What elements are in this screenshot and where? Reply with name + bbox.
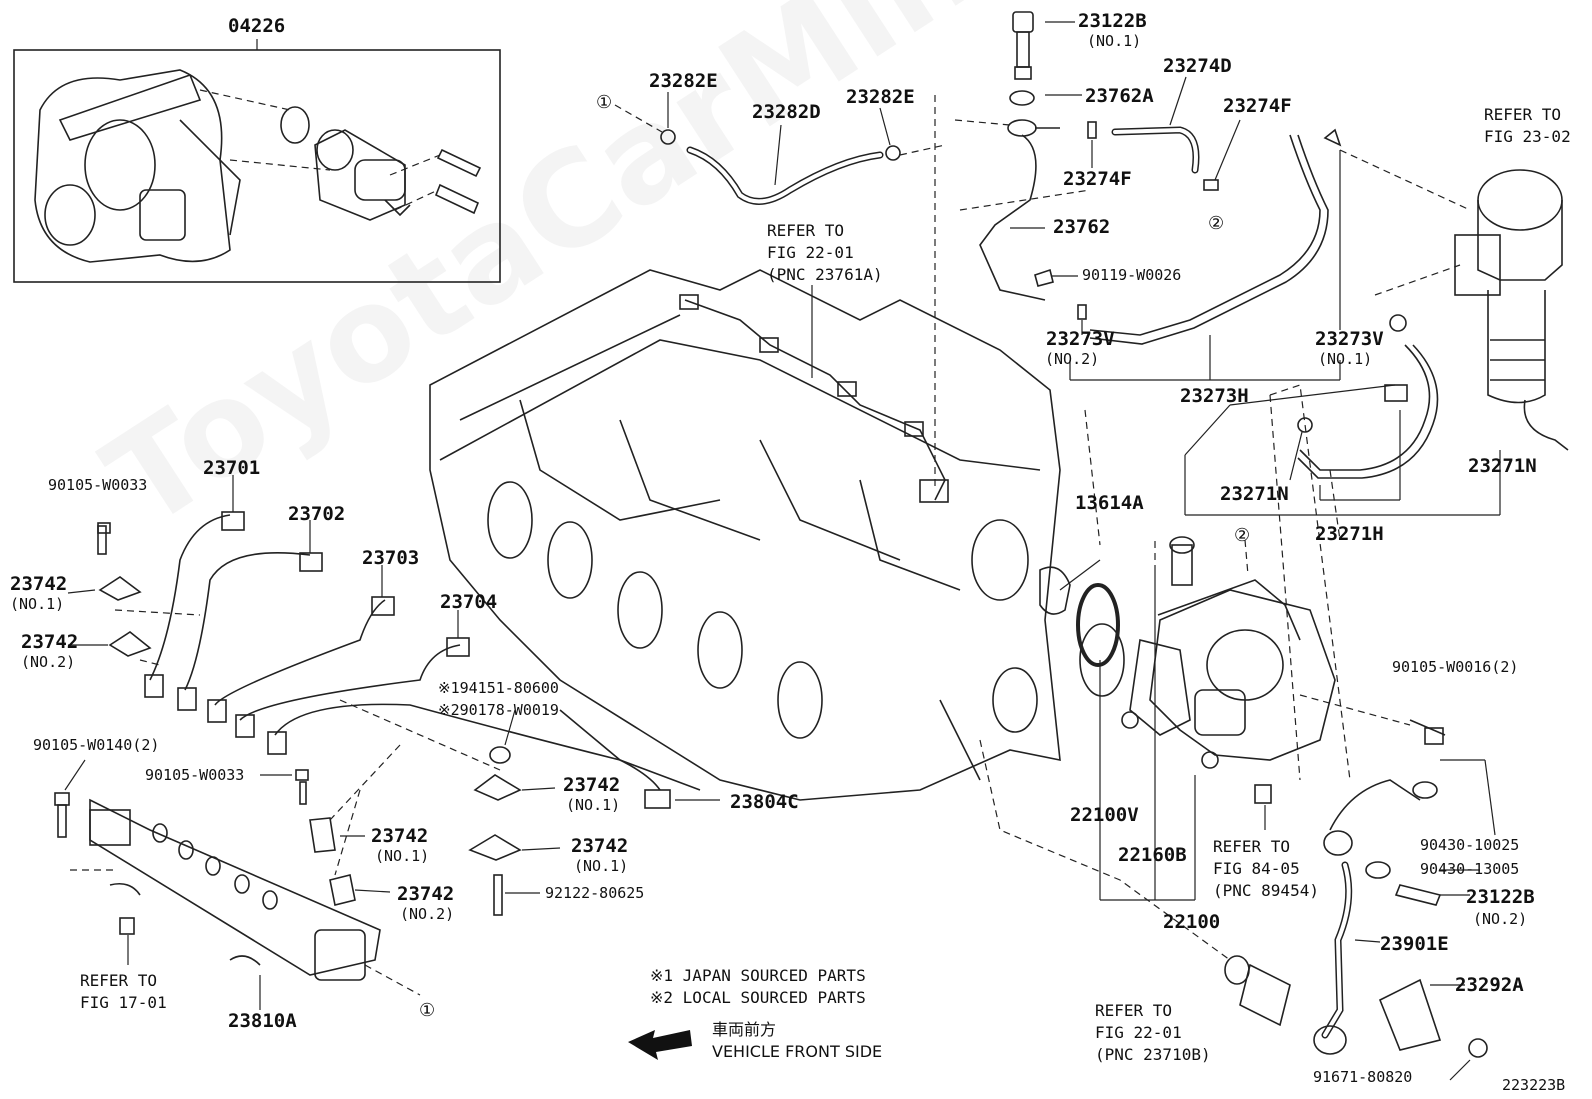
fuel-hose-23271H-drawing: [1184, 314, 1501, 781]
note-japan-sourced: ※1 JAPAN SOURCED PARTS: [650, 966, 866, 985]
part-label-23271H: 23271H: [1315, 523, 1384, 545]
part-label-23273H: 23273H: [1180, 385, 1249, 407]
figure-id: 223223B: [1502, 1076, 1566, 1094]
part-label-90430-10025: 90430-10025: [1420, 836, 1520, 854]
refer-fig-84-05: REFER TO FIG 84-05 (PNC 89454): [1213, 837, 1319, 900]
pipe-23901E-drawing: [1224, 719, 1496, 1081]
part-label-23742-no1-c: 23742: [571, 835, 629, 857]
note-part-290178-W0019: ※290178-W0019: [438, 701, 559, 719]
qualifier-no2: (NO.2): [21, 653, 76, 671]
qualifier-no1: (NO.1): [1087, 32, 1142, 50]
refer-fig-23-02: REFER TO FIG 23-02: [1484, 105, 1571, 146]
part-label-23742-no1-left: 23742: [10, 573, 68, 595]
part-label-04226: 04226: [228, 15, 286, 37]
part-label-22100V: 22100V: [1070, 804, 1139, 826]
qualifier-no1: (NO.1): [10, 595, 65, 613]
part-label-23804C: 23804C: [730, 791, 799, 813]
engine-block-drawing: [429, 95, 1061, 801]
qualifier-no2: (NO.2): [400, 905, 455, 923]
part-label-23274F-right: 23274F: [1223, 95, 1292, 117]
part-label-23762: 23762: [1053, 216, 1111, 238]
part-label-90119-W0026: 90119-W0026: [1082, 266, 1182, 284]
front-arrow-icon: [628, 1030, 692, 1060]
part-label-23292A: 23292A: [1455, 974, 1524, 996]
note-local-sourced: ※2 LOCAL SOURCED PARTS: [650, 988, 866, 1007]
part-label-23701: 23701: [203, 457, 261, 479]
refer-fig-22-01-bottom: REFER TO FIG 22-01 (PNC 23710B): [1095, 1001, 1211, 1064]
supply-pump-22100-drawing: [979, 409, 1411, 961]
part-label-23704: 23704: [440, 591, 498, 613]
part-label-22100: 22100: [1163, 911, 1221, 933]
note-part-194151-80600: ※194151-80600: [438, 679, 559, 697]
part-label-23274D: 23274D: [1163, 55, 1232, 77]
part-label-90105-W0033-top: 90105-W0033: [48, 476, 148, 494]
supply-pump-inset-drawing: [34, 69, 482, 263]
part-label-23742-no1-a: 23742: [563, 774, 621, 796]
part-label-23810A: 23810A: [228, 1010, 297, 1032]
injection-pipes-drawing: [67, 475, 720, 916]
part-label-23122B-no1: 23122B: [1078, 10, 1147, 32]
part-label-23274F-left: 23274F: [1063, 168, 1132, 190]
fuel-line-23762-drawing: [954, 11, 1471, 381]
qualifier-no2: (NO.2): [1473, 910, 1528, 928]
hose-23282D-drawing: [614, 92, 946, 205]
part-label-23273V-no2: 23273V: [1046, 328, 1115, 350]
part-label-23273V-no1: 23273V: [1315, 328, 1384, 350]
part-label-23901E: 23901E: [1380, 933, 1449, 955]
part-label-23703: 23703: [362, 547, 420, 569]
qualifier-no2: (NO.2): [1045, 350, 1100, 368]
part-label-90105-W0140: 90105-W0140(2): [33, 736, 160, 754]
part-label-22160B: 22160B: [1118, 844, 1187, 866]
part-label-23702: 23702: [288, 503, 346, 525]
part-label-23282E-right: 23282E: [846, 86, 915, 108]
qualifier-no1: (NO.1): [574, 857, 629, 875]
part-label-91671-80820: 91671-80820: [1313, 1068, 1413, 1086]
qualifier-no1: (NO.1): [1318, 350, 1373, 368]
qualifier-no1: (NO.1): [375, 847, 430, 865]
part-label-23742-no1-b: 23742: [371, 825, 429, 847]
part-label-13614A: 13614A: [1075, 492, 1144, 514]
fuel-rail-23810A-drawing: [54, 759, 421, 1010]
part-label-23271N-left: 23271N: [1220, 483, 1289, 505]
part-label-90105-W0016: 90105-W0016(2): [1392, 658, 1519, 676]
callout-circle-2-top: ②: [1208, 213, 1225, 234]
callout-circle-1-rail: ①: [419, 1000, 436, 1021]
inset-box-04226: [13, 49, 501, 283]
fuel-filter-drawing: [1374, 169, 1569, 451]
part-label-23762A: 23762A: [1085, 85, 1154, 107]
part-label-23122B-no2: 23122B: [1466, 886, 1535, 908]
part-label-23742-no2-left: 23742: [21, 631, 79, 653]
refer-fig-17-01: REFER TO FIG 17-01: [80, 971, 167, 1012]
part-label-90430-13005: 90430-13005: [1420, 860, 1520, 878]
callout-circle-2-pump: ②: [1234, 525, 1251, 546]
qualifier-no1: (NO.1): [566, 796, 621, 814]
refer-fig-22-01-top: REFER TO FIG 22-01 (PNC 23761A): [767, 221, 883, 284]
part-label-92122-80625: 92122-80625: [545, 884, 645, 902]
part-label-90105-W0033-mid: 90105-W0033: [145, 766, 245, 784]
front-side-label-en: VEHICLE FRONT SIDE: [712, 1042, 883, 1061]
part-label-23282E-left: 23282E: [649, 70, 718, 92]
part-label-23271N-right: 23271N: [1468, 455, 1537, 477]
part-label-23742-no2-b: 23742: [397, 883, 455, 905]
part-label-23282D: 23282D: [752, 101, 821, 123]
callout-circle-1: ①: [596, 92, 613, 113]
o-ring-13614A: [1076, 583, 1120, 667]
front-side-label-jp: 車両前方: [712, 1020, 777, 1039]
